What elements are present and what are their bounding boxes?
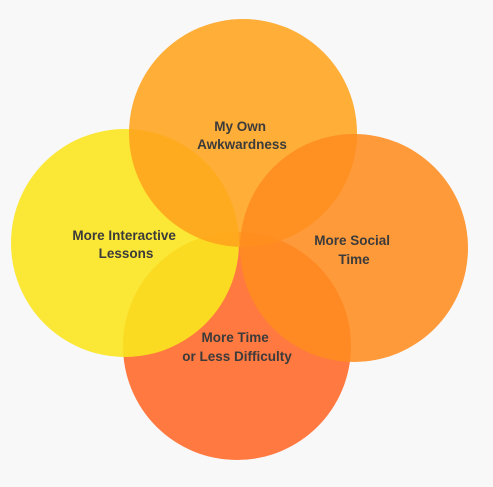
circle-more-social-time — [240, 134, 468, 362]
label-more-time-less-difficulty: More Time or Less Difficulty — [182, 330, 292, 364]
label-more-interactive-lessons: More Interactive Lessons — [72, 228, 179, 261]
label-my-own-awkwardness: My Own Awkwardness — [197, 119, 287, 152]
label-more-social-time: More Social Time — [314, 233, 394, 267]
